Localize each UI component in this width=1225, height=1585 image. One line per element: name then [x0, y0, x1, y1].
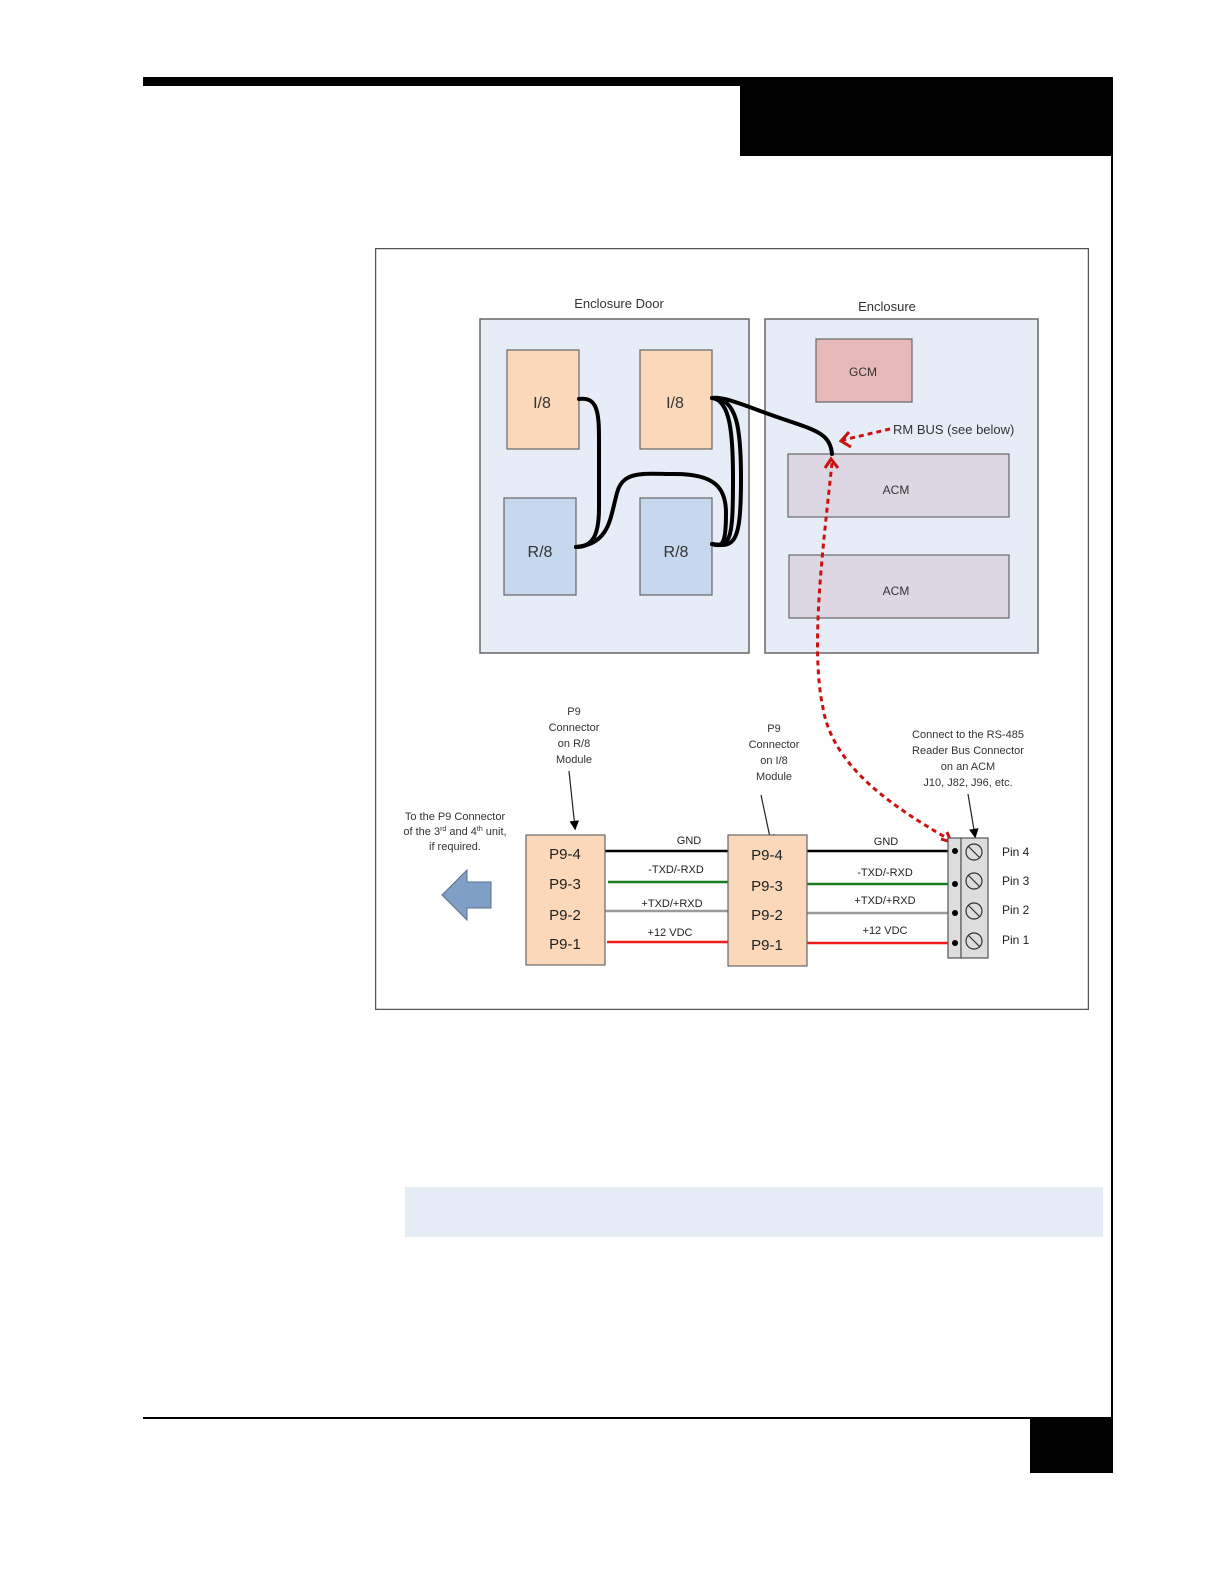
rm-bus-arrows	[816, 427, 951, 842]
terminal-block-left	[947, 837, 962, 959]
signal-label-12vdc-a: +12 VDC	[648, 927, 693, 939]
signal-label-gnd-a: GND	[677, 835, 702, 847]
signal-wires	[605, 849, 955, 945]
r8-connector-note-line4: Module	[556, 754, 592, 766]
r8-module-left-label: R/8	[528, 544, 553, 561]
r8-pin-p9-1: P9-1	[549, 936, 581, 953]
i8-module-left-label: I/8	[533, 395, 551, 412]
left-note-line3: if required.	[429, 841, 481, 853]
left-note-line2: of the 3rd and 4th unit,	[403, 826, 506, 838]
rm-bus-label: RM BUS (see below)	[893, 422, 1014, 437]
acm-module-top-label: ACM	[883, 483, 910, 497]
page-number-tab	[1030, 1417, 1113, 1473]
signal-label-gnd-b: GND	[874, 836, 899, 848]
i8-pin-p9-2: P9-2	[751, 907, 783, 924]
r8-note-arrow	[568, 770, 580, 831]
screw-icon-2	[965, 902, 983, 920]
cable-i8right-r8right-b	[710, 396, 744, 547]
i8-connector-note-line1: P9	[767, 723, 780, 735]
gcm-module-label: GCM	[849, 365, 877, 379]
left-note-line1: To the P9 Connector	[405, 811, 506, 823]
i8-pin-p9-4: P9-4	[751, 847, 783, 864]
i8-note-arrow	[760, 794, 775, 845]
r8-p9-connector	[525, 834, 606, 966]
r8-module-left	[503, 497, 577, 596]
i8-connector-note-line2: Connector	[749, 739, 800, 751]
r8-module-right-label: R/8	[664, 544, 689, 561]
i8-module-right-label: I/8	[666, 395, 684, 412]
footer-rule	[143, 1417, 1113, 1419]
i8-pin-p9-3: P9-3	[751, 878, 783, 895]
rm-bus-to-terminal	[816, 462, 951, 842]
i8-connector-note-line4: Module	[756, 771, 792, 783]
r8-module-right	[639, 497, 713, 596]
right-margin-rule	[1111, 156, 1113, 1418]
ribbon-cables	[574, 395, 834, 549]
acm-note-line4: J10, J82, J96, etc.	[923, 777, 1012, 789]
terminal-dot-4	[952, 848, 958, 854]
arrowhead-acm	[823, 456, 840, 469]
terminal-dot-2	[952, 910, 958, 916]
terminal-pin-1-label: Pin 1	[1002, 933, 1030, 947]
arrowhead-rm-bus	[838, 431, 852, 449]
signal-label-txd-minus-a: -TXD/-RXD	[648, 864, 704, 876]
gcm-module	[815, 338, 913, 403]
signal-label-txd-plus-b: +TXD/+RXD	[854, 895, 915, 907]
terminal-block-right	[960, 837, 989, 959]
cable-r8left-r8right	[574, 471, 729, 549]
r8-connector-note-line2: Connector	[549, 722, 600, 734]
wiring-figure: Enclosure Door I/8 I/8 R/8 R/8 Enclosure…	[375, 248, 1089, 1010]
acm-terminal-block	[947, 837, 989, 959]
note-box	[405, 1187, 1103, 1237]
enclosure-door-title: Enclosure Door	[574, 296, 664, 311]
continue-left-arrow-icon	[441, 868, 492, 922]
header-rule	[143, 77, 1113, 86]
screw-icon-4	[965, 843, 983, 861]
r8-connector-note-line3: on R/8	[558, 738, 590, 750]
acm-note-arrow	[967, 793, 979, 839]
acm-note-line3: on an ACM	[941, 761, 995, 773]
terminal-dot-3	[952, 881, 958, 887]
cable-i8right-acm	[710, 395, 834, 456]
signal-label-txd-plus-a: +TXD/+RXD	[641, 898, 702, 910]
terminal-pin-4-label: Pin 4	[1002, 845, 1030, 859]
screw-icon-1	[965, 932, 983, 950]
r8-pin-p9-3: P9-3	[549, 876, 581, 893]
signal-label-txd-minus-b: -TXD/-RXD	[857, 867, 913, 879]
acm-module-top	[787, 453, 1010, 518]
terminal-dot-1	[952, 940, 958, 946]
r8-pin-p9-2: P9-2	[549, 907, 581, 924]
terminal-pin-2-label: Pin 2	[1002, 903, 1030, 917]
acm-module-bottom	[788, 554, 1010, 619]
i8-connector-note-line3: on I/8	[760, 755, 788, 767]
signal-label-12vdc-b: +12 VDC	[863, 925, 908, 937]
acm-note-line2: Reader Bus Connector	[912, 745, 1024, 757]
rm-bus-pointer	[842, 427, 891, 442]
header-title-block	[740, 77, 1113, 156]
acm-module-bottom-label: ACM	[883, 584, 910, 598]
r8-connector-note-line1: P9	[567, 706, 580, 718]
i8-pin-p9-1: P9-1	[751, 937, 783, 954]
acm-note-line1: Connect to the RS-485	[912, 729, 1024, 741]
r8-pin-p9-4: P9-4	[549, 846, 581, 863]
screw-icon-3	[965, 872, 983, 890]
enclosure-title: Enclosure	[858, 299, 916, 314]
i8-p9-connector	[727, 834, 808, 967]
i8-module-right	[639, 349, 713, 450]
terminal-pin-3-label: Pin 3	[1002, 874, 1030, 888]
